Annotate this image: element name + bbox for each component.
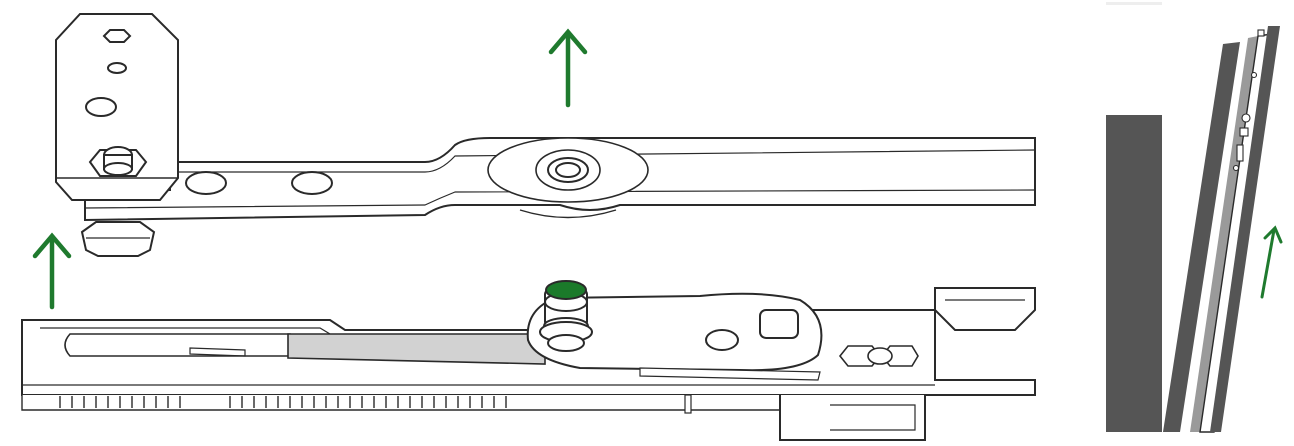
arm-hole [291, 171, 333, 195]
rail-assembly [21, 280, 1036, 441]
slider-pin [539, 280, 593, 352]
hinge-arm [55, 13, 1036, 257]
sash-right-edge [1210, 26, 1280, 432]
frame-section [1106, 2, 1283, 433]
lower-bracket [779, 395, 926, 441]
rail-slot [64, 333, 291, 357]
plate-hole [107, 62, 127, 74]
hex-hole [102, 29, 132, 43]
lock-rosette [838, 345, 919, 367]
arrow-up-icon [548, 28, 588, 108]
rail-teeth [21, 395, 781, 411]
sash-outer [1163, 42, 1240, 432]
arrow-up-icon [32, 232, 72, 310]
slider-plate [526, 292, 823, 372]
pin-green-top [545, 280, 587, 300]
plate-hole [85, 97, 117, 117]
arrow-up-icon [1260, 225, 1283, 299]
end-block [934, 287, 1036, 331]
frame-post [1106, 115, 1162, 432]
arm-hole [185, 171, 227, 195]
slider-bar [287, 333, 546, 365]
slider-square [759, 309, 799, 339]
hex-nut [80, 221, 156, 257]
